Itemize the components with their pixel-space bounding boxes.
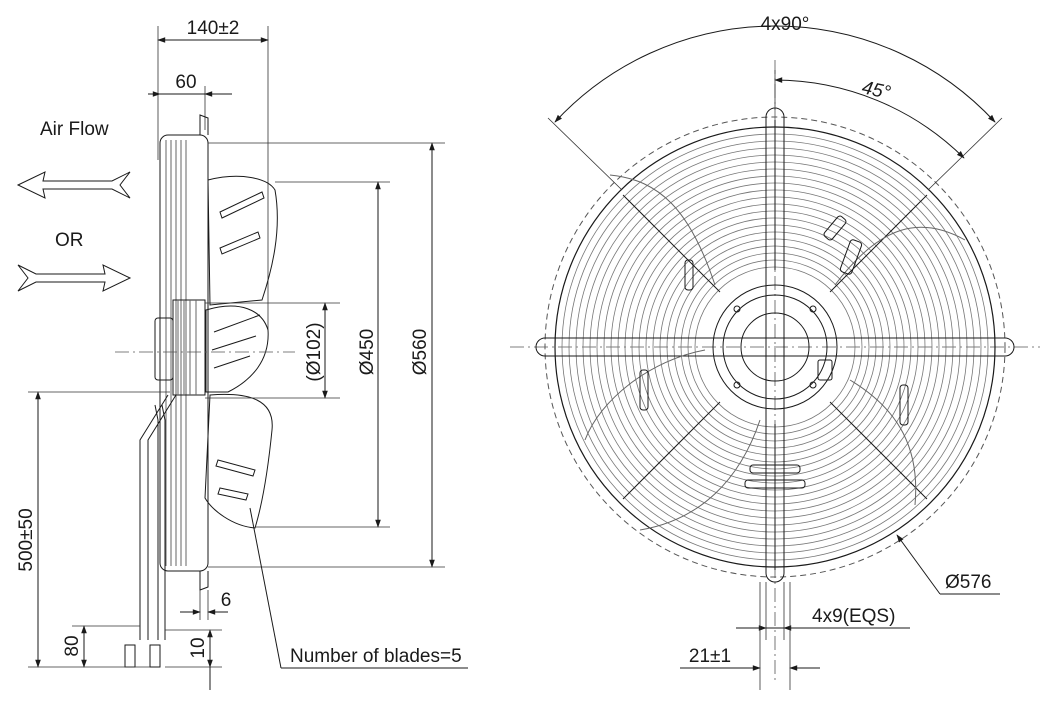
dim-strip: 80 [62,625,140,668]
blades-leader: Number of blades=5 [249,507,468,669]
dim-angle-spacing: 4x90° [547,14,1003,191]
dim-angle-offset: 45° [774,70,965,159]
guard-supports [535,107,1015,583]
dim-tip-label: 10 [188,637,209,658]
dim-foot-label: 21±1 [689,646,731,667]
dim-mount-circle-label: Ø576 [945,572,991,593]
dim-hub-label: (Ø102) [304,322,325,381]
or-label: OR [55,230,84,251]
dim-cable: 500±50 [16,391,170,668]
dim-tip: 10 [165,629,222,690]
dim-guard-label: Ø560 [410,329,431,375]
blades-count-label: Number of blades=5 [290,646,462,667]
dim-angle-offset-label: 45° [860,77,893,104]
dim-flange: 6 [180,590,231,620]
dim-holes: 4x9(EQS) [736,582,910,640]
dim-depth-label: 140±2 [187,18,240,39]
dim-angle-spacing-label: 4x90° [761,14,810,35]
front-view: 4x90° 45° Ø576 4x9(EQS) [510,14,1040,690]
dim-blade-label: Ø450 [357,329,378,375]
cable [124,394,177,668]
guard-frame [159,114,209,591]
air-flow-right-arrow [17,264,132,292]
air-flow-left-arrow [16,171,131,199]
fan-blades-front [584,174,966,531]
dim-strip-label: 80 [62,635,83,656]
dim-holes-label: 4x9(EQS) [812,606,895,627]
fan-blades-side [204,175,278,529]
side-view: 140±2 60 Air Flow OR [16,18,468,690]
motor-body [154,299,206,396]
dim-mount-circle: Ø576 [896,534,1000,595]
dim-foot: 21±1 [680,582,820,690]
air-flow-label: Air Flow [40,119,109,140]
motor-hub-front [712,284,838,410]
dim-blade: Ø450 [255,181,390,528]
dim-motor-label: 60 [175,72,196,93]
diagonal-supports [622,194,928,500]
dim-guard: Ø560 [208,142,445,568]
dim-hub: (Ø102) [205,302,340,399]
dim-cable-label: 500±50 [16,508,37,571]
dim-flange-label: 6 [221,590,232,611]
dim-motor: 60 [148,72,232,130]
dim-depth: 140±2 [157,18,269,330]
